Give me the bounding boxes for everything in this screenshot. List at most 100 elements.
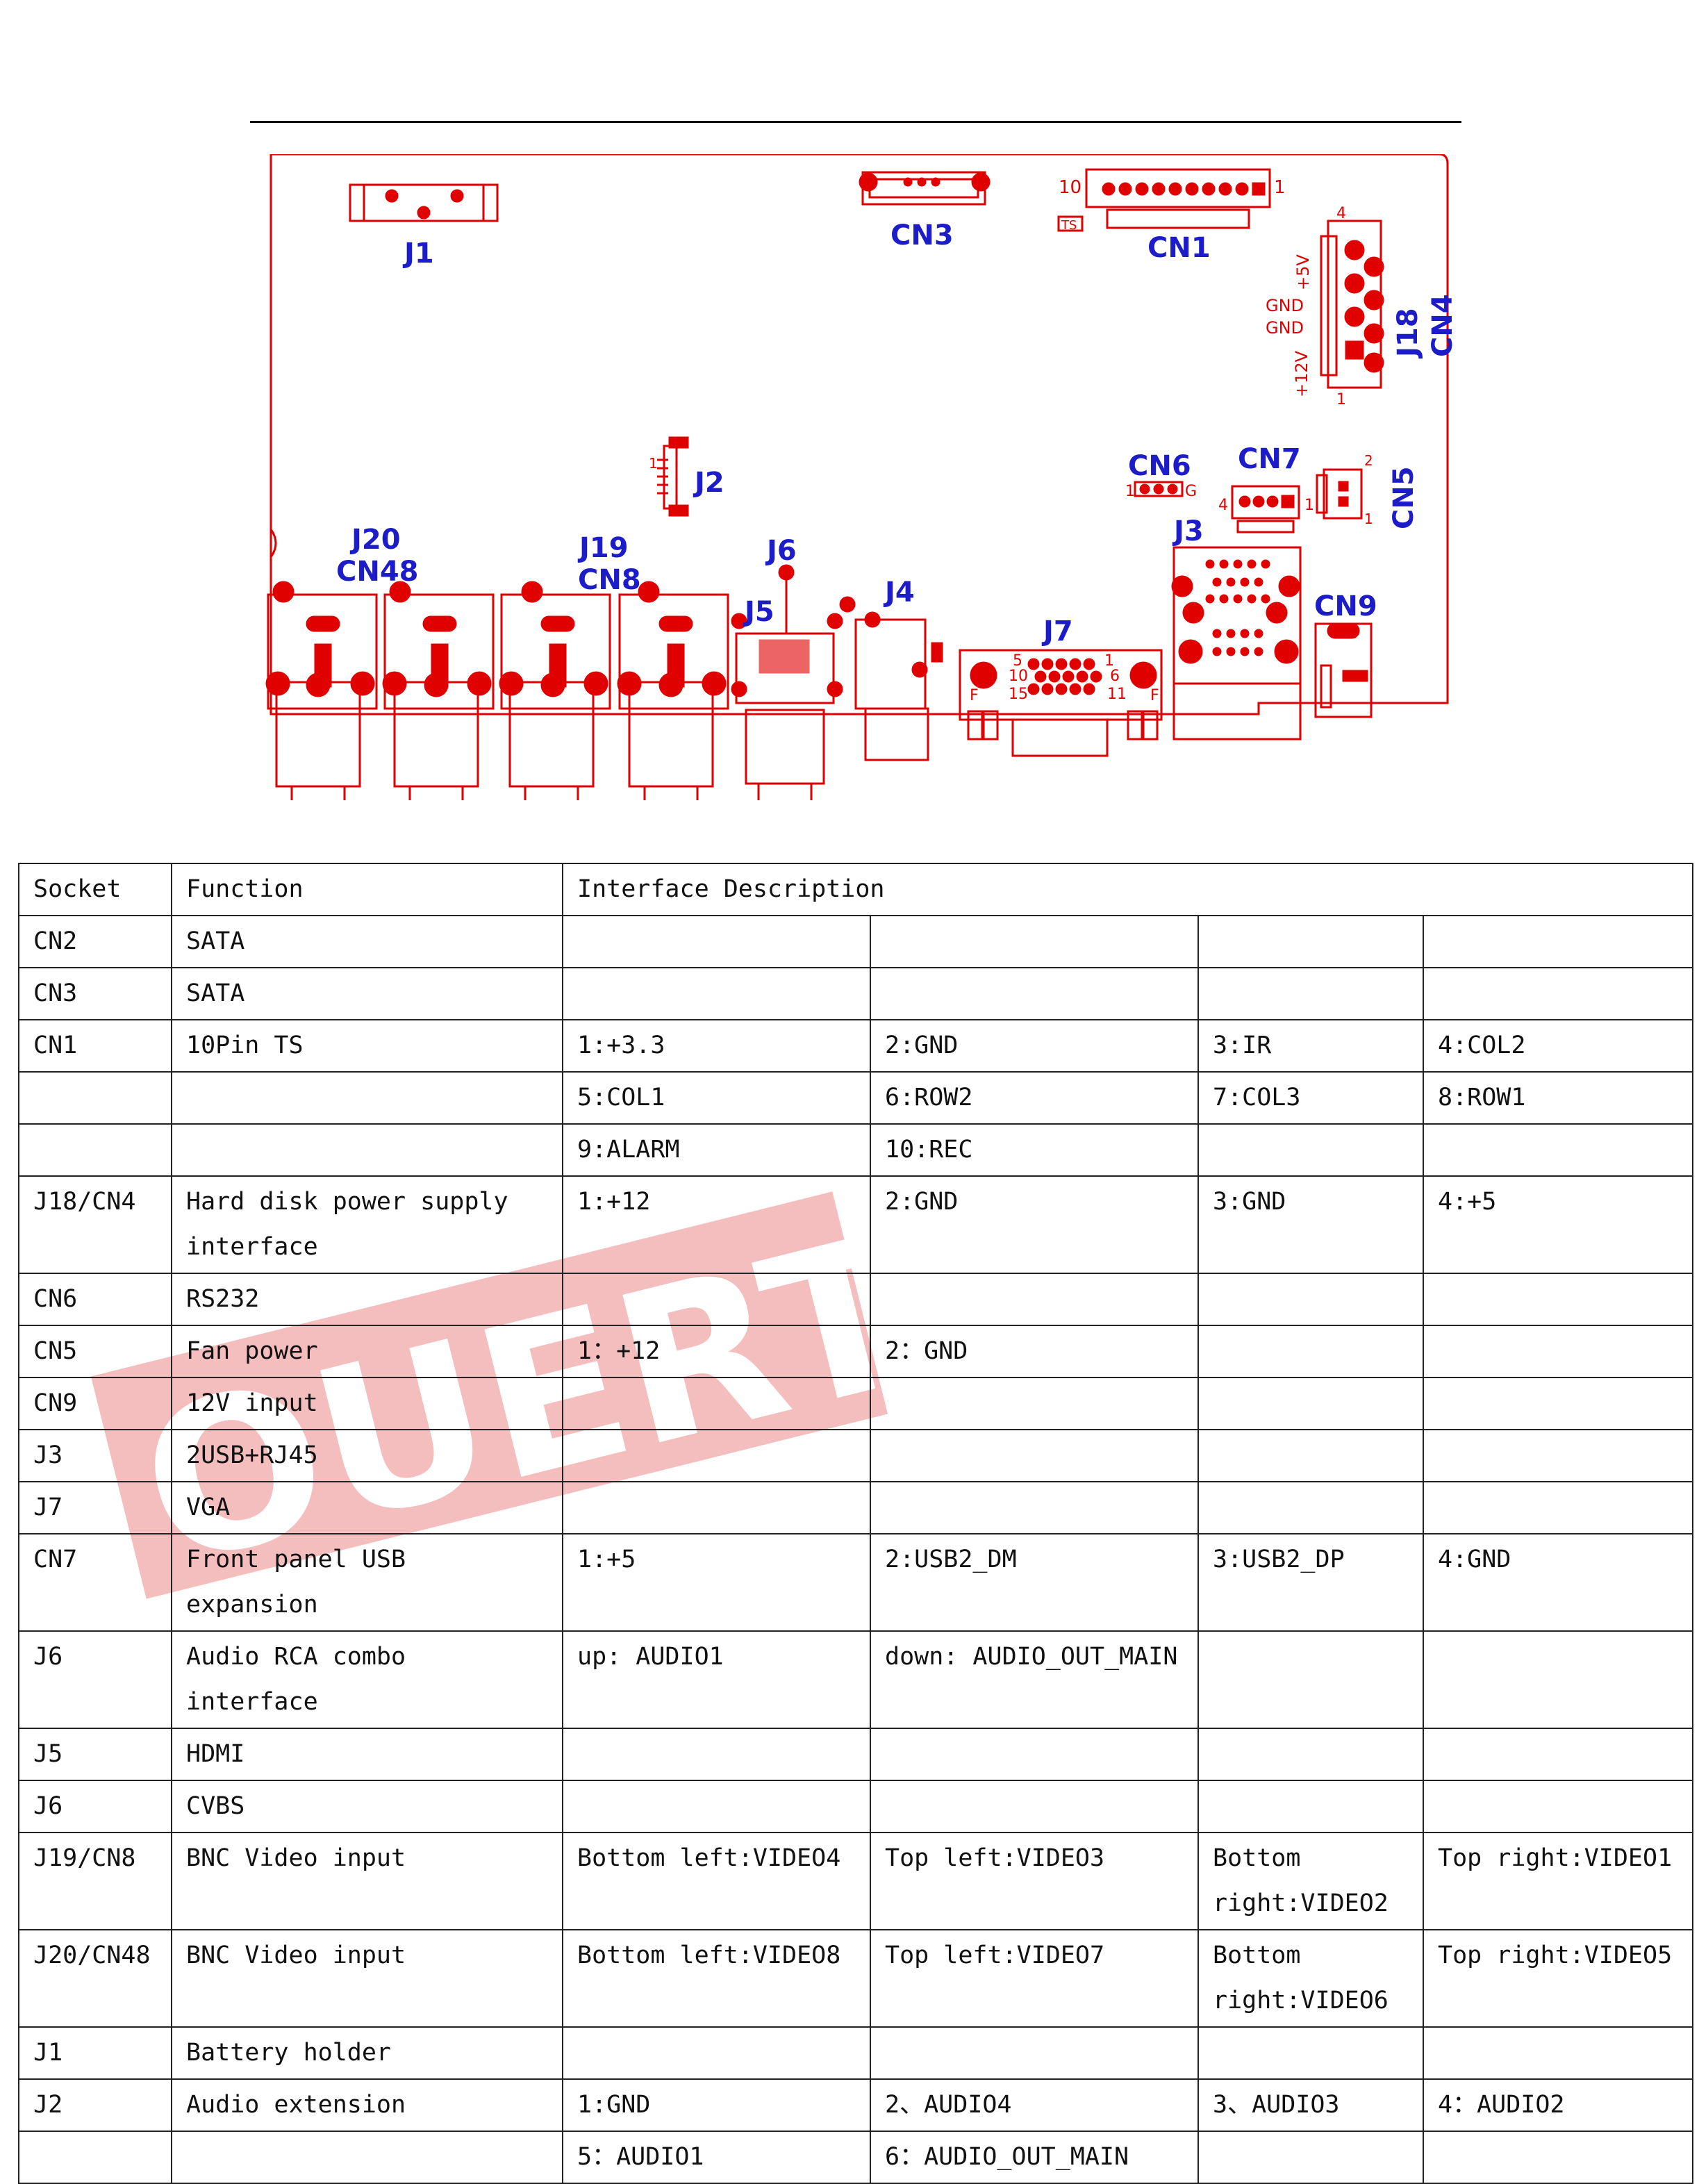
function-cell: HDMI — [171, 1728, 563, 1781]
label-J18: J18 — [1392, 308, 1424, 359]
j7-vga-connector — [959, 649, 1163, 757]
interface-cell — [1422, 1377, 1694, 1430]
socket-cell — [18, 2131, 172, 2184]
function-cell: Audio RCA combo interface — [171, 1630, 563, 1729]
interface-cell — [1422, 1728, 1694, 1781]
pin-table: Socket Function Interface Description CN… — [18, 863, 1694, 2184]
interface-cell: Top left:VIDEO7 — [870, 1929, 1199, 2028]
label-CN1: CN1 — [1147, 232, 1211, 264]
vga-f2-label: F — [1150, 687, 1159, 704]
label-CN9: CN9 — [1314, 590, 1377, 622]
label-J2: J2 — [693, 467, 724, 499]
board-svg: J1 CN3 10 1 TS CN1 4 1 +5V — [265, 153, 1459, 820]
function-cell: Hard disk power supply interface — [171, 1175, 563, 1274]
socket-cell — [18, 1123, 172, 1177]
label-CN3: CN3 — [890, 220, 954, 251]
function-cell: 12V input — [171, 1377, 563, 1430]
cn6-g-label: G — [1185, 483, 1197, 500]
label-J19: J19 — [577, 532, 629, 564]
interface-cell: 10:REC — [870, 1123, 1199, 1177]
cn7-pin1-label: 1 — [1304, 497, 1314, 514]
interface-cell: Bottom left:VIDEO4 — [562, 1832, 871, 1930]
interface-cell: 2、AUDIO4 — [870, 2078, 1199, 2132]
interface-cell: up: AUDIO1 — [562, 1630, 871, 1729]
label-J6: J6 — [765, 535, 797, 567]
gnd2-label: GND — [1266, 318, 1304, 338]
interface-cell: 2:GND — [870, 1019, 1199, 1073]
function-cell: Front panel USB expansion — [171, 1533, 563, 1632]
cn4-pin4-label: 4 — [1336, 205, 1346, 222]
j18-cn4-connector — [1320, 220, 1384, 389]
socket-cell: CN7 — [18, 1533, 172, 1632]
interface-cell: 3:GND — [1197, 1175, 1424, 1274]
vga-pin15-label: 15 — [1009, 686, 1028, 703]
interface-cell: 4:COL2 — [1422, 1019, 1694, 1073]
interface-cell — [870, 2026, 1199, 2080]
interface-cell — [1422, 1630, 1694, 1729]
interface-cell: 1:+12 — [562, 1175, 871, 1274]
interface-cell: down: AUDIO_OUT_MAIN — [870, 1630, 1199, 1729]
interface-cell — [562, 1728, 871, 1781]
interface-cell — [562, 1429, 871, 1482]
interface-cell: 2:USB2_DM — [870, 1533, 1199, 1632]
cn1-pin1-label: 1 — [1274, 177, 1286, 198]
socket-cell: CN1 — [18, 1019, 172, 1073]
socket-cell: J18/CN4 — [18, 1175, 172, 1274]
gnd1-label: GND — [1266, 296, 1304, 315]
function-cell: SATA — [171, 915, 563, 968]
interface-cell — [1197, 1630, 1424, 1729]
cn3-connector — [859, 171, 991, 206]
interface-cell: 1:GND — [562, 2078, 871, 2132]
interface-cell: 1：+12 — [562, 1325, 871, 1378]
interface-cell: 3:USB2_DP — [1197, 1533, 1424, 1632]
function-cell: Battery holder — [171, 2026, 563, 2080]
label-J20: J20 — [349, 524, 401, 556]
interface-cell: Top right:VIDEO5 — [1422, 1929, 1694, 2028]
interface-cell — [870, 967, 1199, 1020]
interface-cell — [870, 1377, 1199, 1430]
label-J7: J7 — [1041, 615, 1073, 647]
interface-cell: 4:GND — [1422, 1533, 1694, 1632]
j5-hdmi-connector — [731, 564, 843, 817]
interface-cell — [562, 1481, 871, 1534]
header-rule — [250, 121, 1461, 123]
label-J1: J1 — [402, 238, 434, 270]
interface-cell: Top left:VIDEO3 — [870, 1832, 1199, 1930]
interface-cell — [870, 1780, 1199, 1833]
interface-cell: 6:ROW2 — [870, 1071, 1199, 1125]
interface-cell — [1197, 2131, 1424, 2184]
vga-pin5-label: 5 — [1013, 652, 1022, 670]
cn1-connector — [1057, 168, 1271, 232]
function-cell: VGA — [171, 1481, 563, 1534]
socket-cell: CN3 — [18, 967, 172, 1020]
function-cell — [171, 1123, 563, 1177]
function-cell: Audio extension — [171, 2078, 563, 2132]
cn6-pin1-label: 1 — [1125, 483, 1135, 500]
function-cell: Fan power — [171, 1325, 563, 1378]
function-cell — [171, 1071, 563, 1125]
cn4-pin1-label: 1 — [1336, 391, 1346, 408]
interface-cell: 8:ROW1 — [1422, 1071, 1694, 1125]
interface-cell — [1197, 1728, 1424, 1781]
interface-cell — [1422, 1273, 1694, 1326]
label-CN4: CN4 — [1427, 294, 1459, 357]
interface-cell — [1197, 1780, 1424, 1833]
socket-cell: J19/CN8 — [18, 1832, 172, 1930]
socket-cell: J5 — [18, 1728, 172, 1781]
label-CN5: CN5 — [1388, 466, 1420, 529]
label-J5: J5 — [743, 596, 774, 628]
interface-cell — [1197, 967, 1424, 1020]
socket-cell: J3 — [18, 1429, 172, 1482]
bnc-block-j20 — [265, 581, 495, 820]
cn7-connector — [1231, 485, 1300, 533]
label-J4: J4 — [883, 577, 915, 609]
function-cell: BNC Video input — [171, 1832, 563, 1930]
j3-connector — [1171, 546, 1302, 741]
